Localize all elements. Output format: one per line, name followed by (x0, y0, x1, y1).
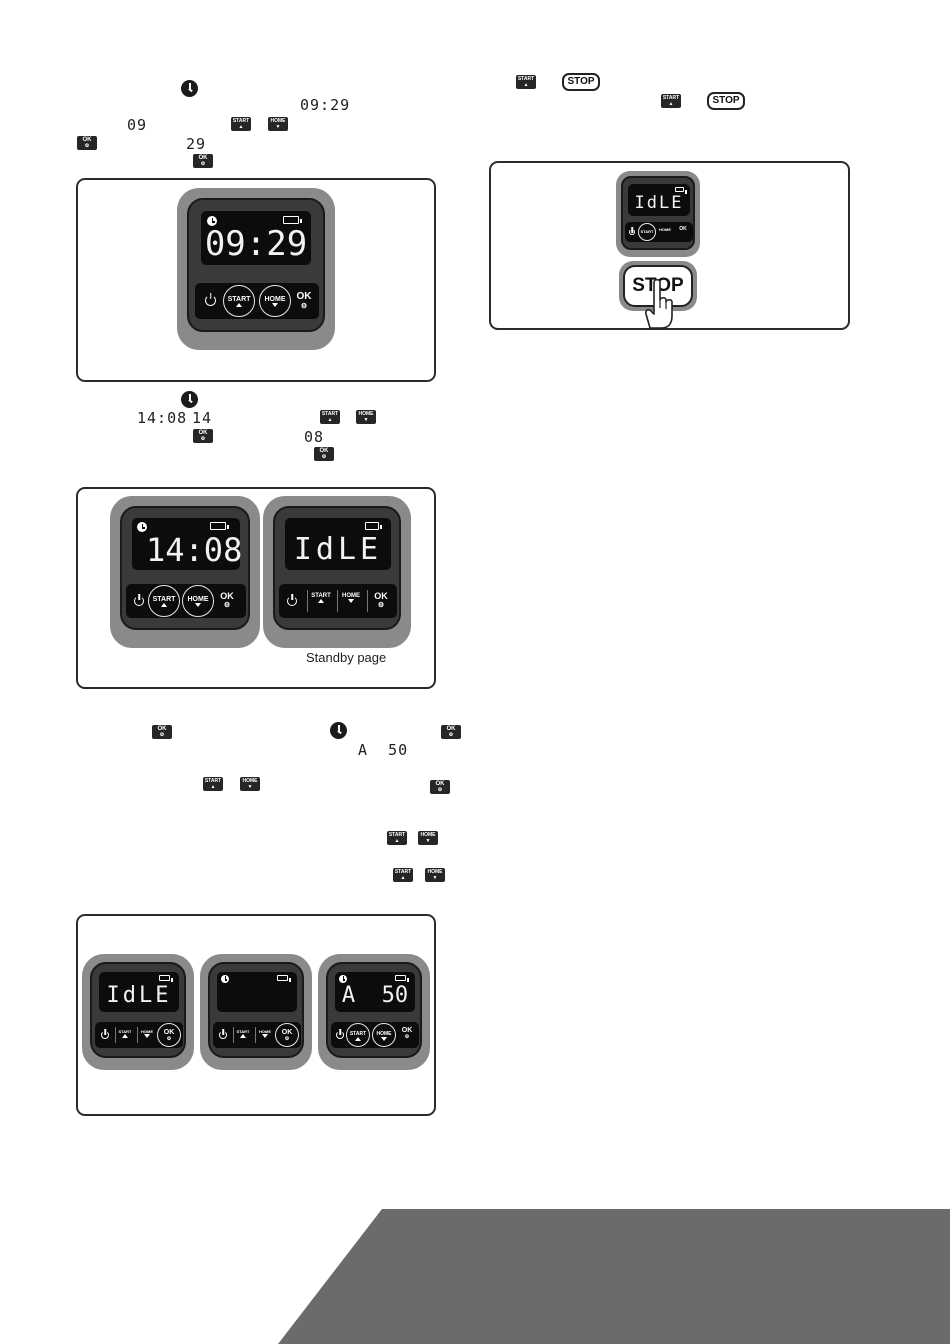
start-key-icon: START▲ (320, 410, 340, 424)
home-key-icon: HOME▼ (425, 868, 445, 882)
battery-icon (283, 216, 302, 224)
pressing-finger-icon (645, 278, 673, 329)
lcd-clock-icon (137, 522, 147, 532)
device-display-0929: 09:29 START HOME OK⚙ (177, 188, 335, 350)
battery-icon (210, 522, 229, 530)
home-button[interactable]: HOME (337, 593, 365, 603)
ok-button[interactable]: OK⚙ (220, 591, 234, 609)
start-button[interactable]: START (115, 1029, 135, 1038)
battery-icon (395, 975, 409, 982)
clock-icon (181, 80, 198, 97)
ok-button[interactable]: OK (679, 226, 687, 232)
device-display-idle-small: IdLE START HOME OK (616, 171, 700, 257)
battery-icon (277, 975, 291, 982)
battery-icon (675, 187, 687, 194)
ok-key-icon: OK⚙ (193, 429, 213, 443)
lcd-clock-icon (221, 975, 229, 983)
ok-key-icon: OK⚙ (77, 136, 97, 150)
start-button[interactable]: START (223, 285, 255, 317)
lcd-idle: IdLE (634, 193, 684, 213)
home-key-icon: HOME▼ (418, 831, 438, 845)
power-icon (134, 596, 144, 606)
power-icon (205, 295, 216, 306)
start-button[interactable]: START (148, 585, 180, 617)
lcd-clock-icon (207, 216, 217, 226)
start-key-icon: START▲ (231, 117, 251, 131)
ok-button[interactable]: OK⚙ (275, 1023, 299, 1047)
hour-value-09: 09 (127, 116, 148, 134)
device-display-a50: A 50 START HOME OK⚙ (318, 954, 430, 1070)
power-icon (101, 1031, 109, 1039)
time-value-0929: 09:29 (300, 96, 351, 114)
home-button[interactable]: HOME (137, 1029, 157, 1038)
time-value-1408: 14:08 (137, 409, 188, 427)
minute-value-08: 08 (304, 428, 325, 446)
power-icon (629, 229, 635, 235)
device-display-blank: START HOME OK⚙ (200, 954, 312, 1070)
home-button[interactable]: HOME (255, 1029, 275, 1038)
ok-key-icon: OK⚙ (314, 447, 334, 461)
clock-icon (181, 391, 198, 408)
battery-icon (159, 975, 173, 982)
start-key-icon: START▲ (661, 94, 681, 108)
start-button[interactable]: START (638, 223, 656, 241)
start-key-icon: START▲ (387, 831, 407, 845)
ok-key-icon: OK⚙ (193, 154, 213, 168)
power-icon (219, 1031, 227, 1039)
lcd-time: 09:29 (204, 224, 308, 264)
home-button[interactable]: HOME (372, 1023, 396, 1047)
home-button[interactable]: HOME (659, 227, 671, 232)
start-key-icon: START▲ (393, 868, 413, 882)
clock-icon (330, 722, 347, 739)
start-key-icon: START▲ (516, 75, 536, 89)
ok-key-icon: OK⚙ (152, 725, 172, 739)
battery-icon (365, 522, 382, 530)
ok-button[interactable]: OK⚙ (374, 591, 388, 609)
home-key-icon: HOME▼ (240, 777, 260, 791)
device-display-standby: IdLE START HOME OK⚙ (263, 496, 411, 648)
home-key-icon: HOME▼ (356, 410, 376, 424)
lcd-a50: A 50 (341, 983, 409, 1008)
lcd-idle: IdLE (293, 532, 383, 567)
minute-value-29: 29 (186, 135, 207, 153)
power-icon (287, 596, 297, 606)
ok-key-icon: OK⚙ (430, 780, 450, 794)
home-button[interactable]: HOME (259, 285, 291, 317)
start-button[interactable]: START (307, 593, 335, 603)
device-display-1408: 14:08 START HOME OK⚙ (110, 496, 260, 648)
ok-key-icon: OK⚙ (441, 725, 461, 739)
ok-button[interactable]: OK⚙ (157, 1023, 181, 1047)
home-button[interactable]: HOME (182, 585, 214, 617)
lcd-time: 14:08 (146, 531, 243, 569)
home-key-icon: HOME▼ (268, 117, 288, 131)
ok-button[interactable]: OK⚙ (296, 291, 312, 310)
start-key-icon: START▲ (203, 777, 223, 791)
stop-key-icon: STOP (707, 92, 745, 110)
standby-page-caption: Standby page (306, 650, 387, 665)
start-button[interactable]: START (346, 1023, 370, 1047)
display-value-a50: A 50 (358, 741, 409, 759)
ok-button[interactable]: OK⚙ (401, 1027, 413, 1040)
power-icon (336, 1031, 344, 1039)
lcd-clock-icon (339, 975, 347, 983)
lcd-idle: IdLE (106, 983, 172, 1008)
device-display-idle: IdLE START HOME OK⚙ (82, 954, 194, 1070)
start-button[interactable]: START (233, 1029, 253, 1038)
hour-value-14: 14 (192, 409, 213, 427)
stop-key-icon: STOP (562, 73, 600, 91)
